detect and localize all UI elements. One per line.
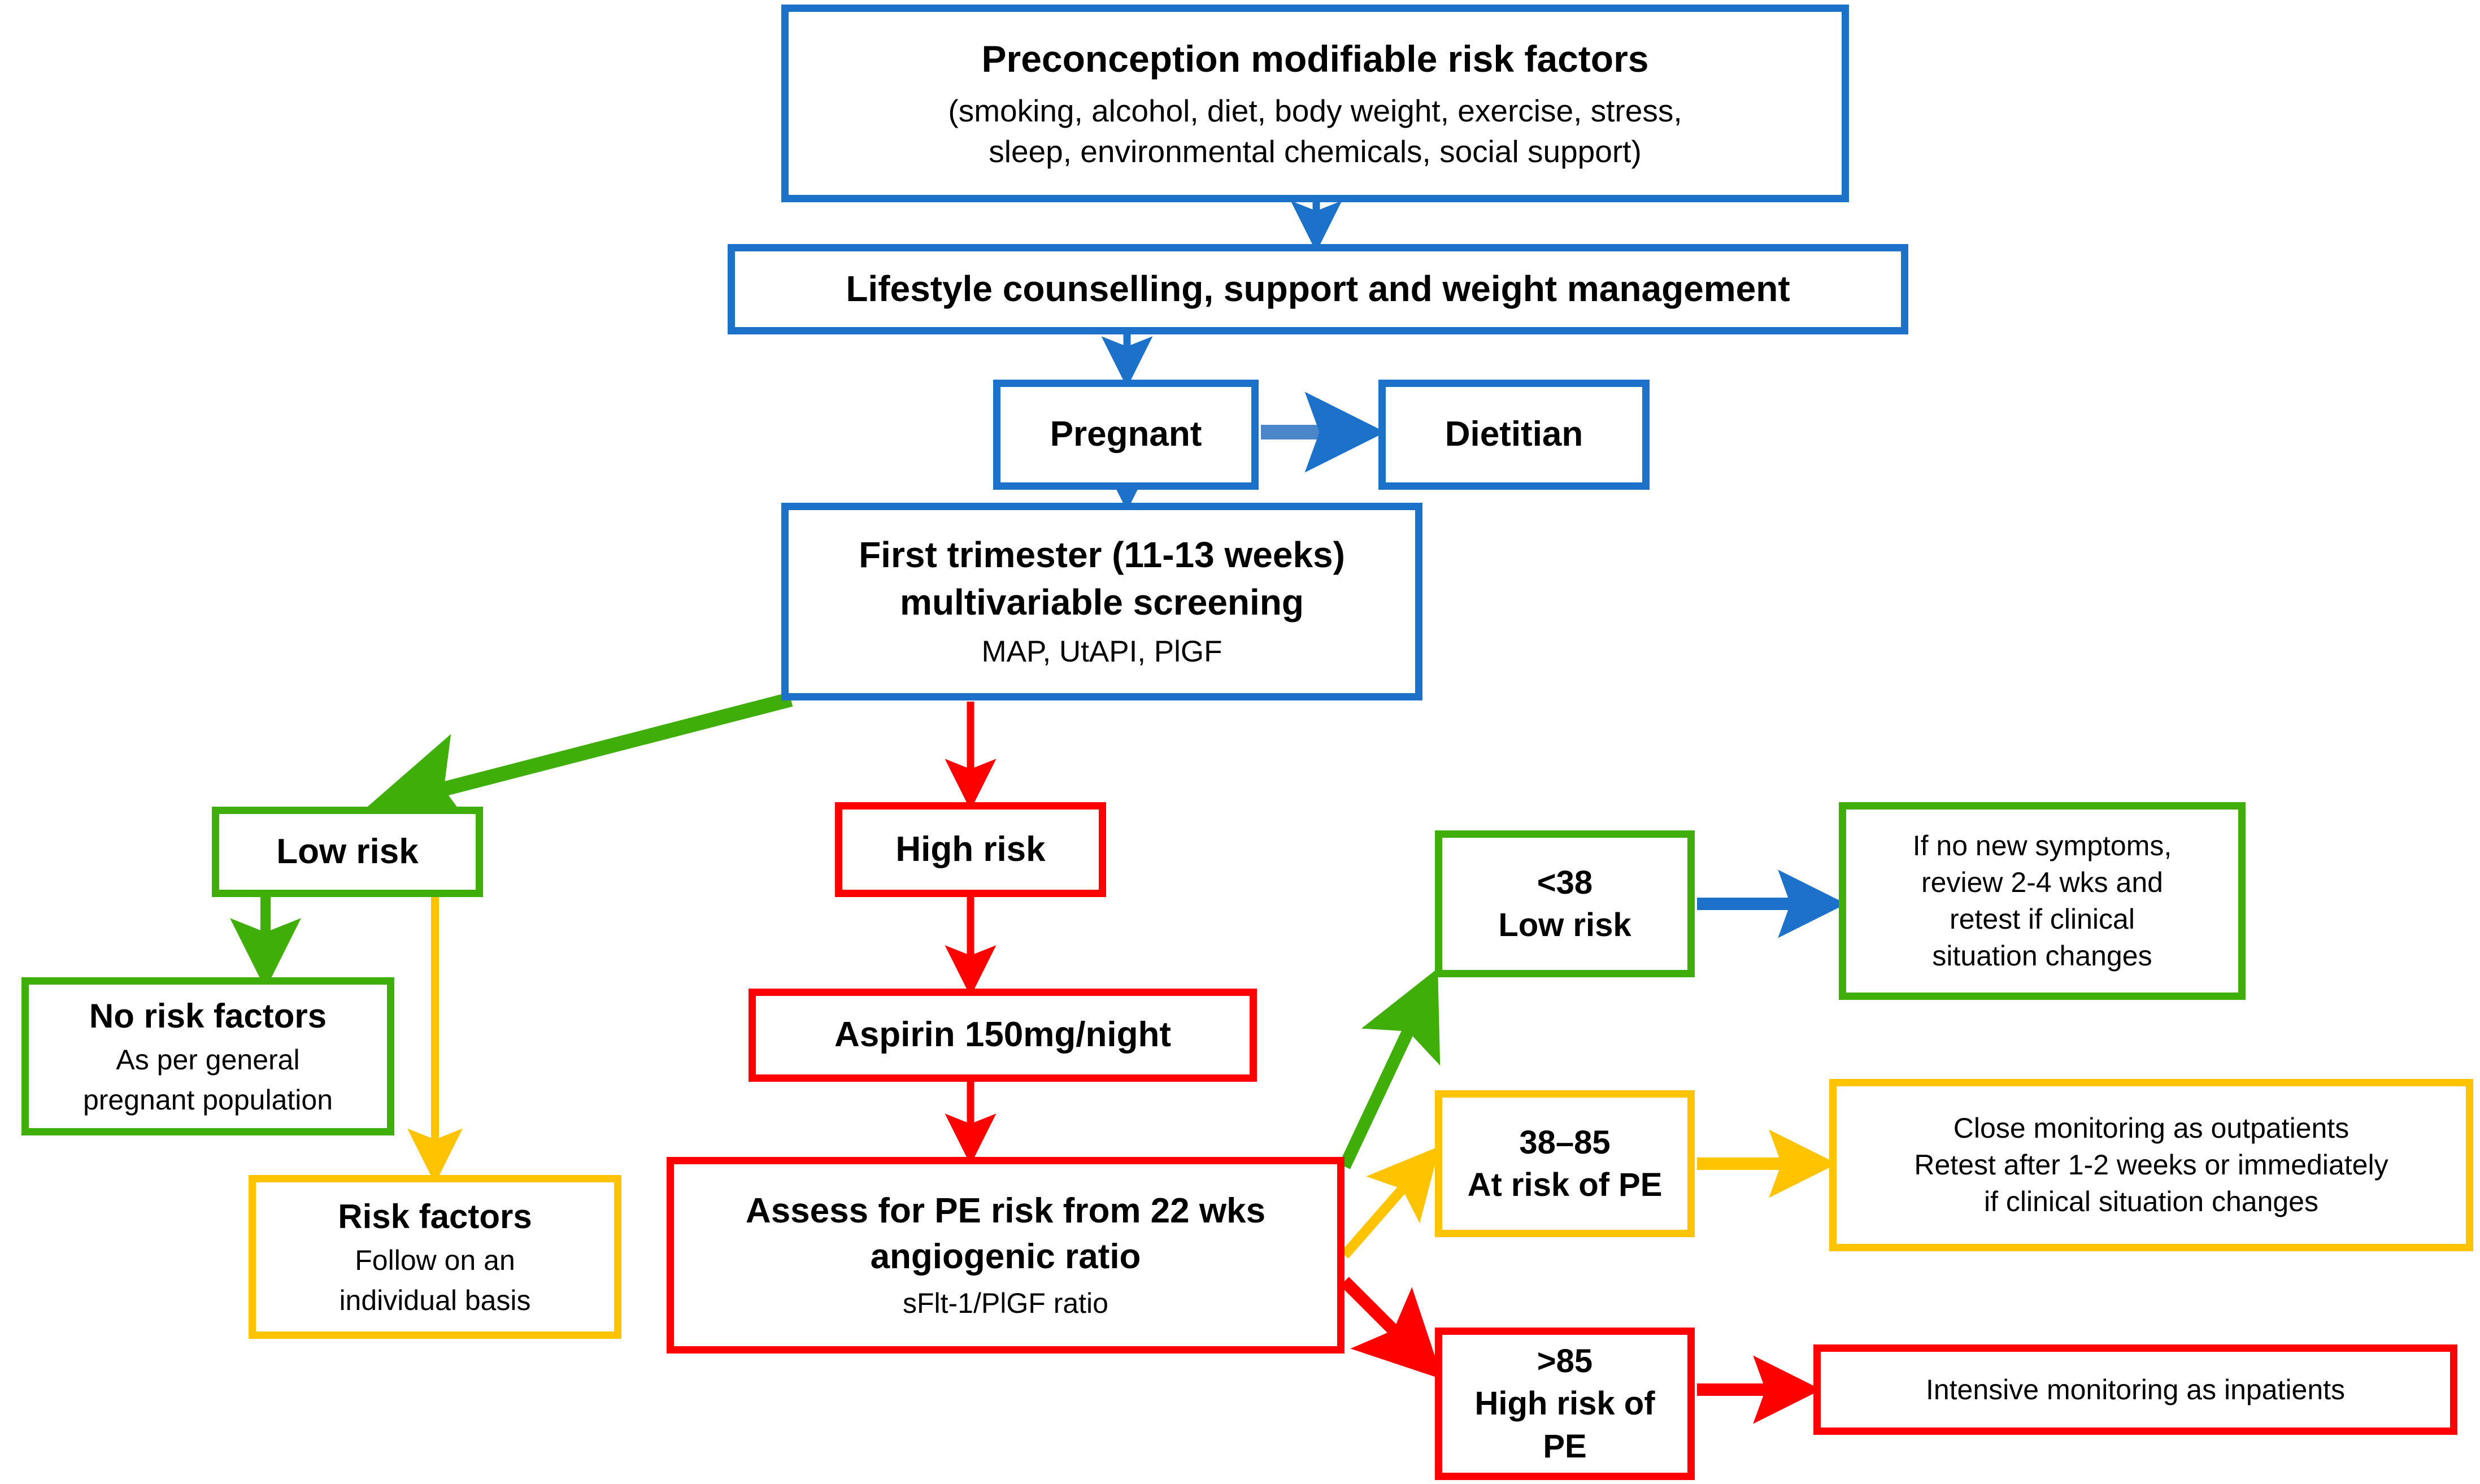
node-title: Lifestyle counselling, support and weigh… [846, 268, 1790, 310]
node-title: Preconception modifiable risk factors [981, 37, 1649, 80]
node-title-line1: >85 [1537, 1342, 1593, 1379]
node-title-line1: <38 [1537, 864, 1593, 901]
node-title-line2: High risk of PE [1474, 1385, 1655, 1465]
node-subtitle-line1: (smoking, alcohol, diet, body weight, ex… [948, 93, 1682, 129]
node-ratio-38-to-85[interactable]: 38–85 At risk of PE [1435, 1090, 1695, 1237]
node-risk-factors[interactable]: Risk factors Follow on an individual bas… [249, 1175, 621, 1339]
node-low-risk[interactable]: Low risk [212, 807, 483, 897]
node-first-trimester-screening[interactable]: First trimester (11-13 weeks) multivaria… [781, 503, 1422, 700]
node-subtitle: MAP, UtAPI, PlGF [981, 634, 1222, 668]
node-title: Pregnant [1050, 415, 1202, 454]
action-line1: Close monitoring as outpatients [1953, 1112, 2350, 1144]
node-assess-pe-risk[interactable]: Assess for PE risk from 22 wks angiogeni… [667, 1157, 1345, 1354]
action-line1: If no new symptoms, [1912, 830, 2172, 861]
node-title-line2: angiogenic ratio [870, 1237, 1141, 1276]
edge-assess-pe-to-ratio-gt85 [1340, 1277, 1443, 1379]
node-title: No risk factors [89, 997, 327, 1035]
node-ratio-less-than-38[interactable]: <38 Low risk [1435, 830, 1695, 977]
node-preconception-modifiable-risk-factors[interactable]: Preconception modifiable risk factors (s… [781, 5, 1849, 202]
node-title-line2: Low risk [1498, 907, 1631, 943]
node-title: Risk factors [338, 1198, 532, 1235]
node-title-line1: First trimester (11-13 weeks) [859, 534, 1345, 576]
action-line2: Retest after 1-2 weeks or immediately [1914, 1149, 2388, 1181]
node-title-line1: Assess for PE risk from 22 wks [745, 1191, 1266, 1230]
node-title-line1: 38–85 [1519, 1124, 1611, 1161]
node-dietitian[interactable]: Dietitian [1378, 380, 1650, 490]
node-subtitle-line2: sleep, environmental chemicals, social s… [989, 133, 1642, 169]
node-aspirin-dose[interactable]: Aspirin 150mg/night [749, 989, 1257, 1082]
action-line2: review 2-4 wks and [1921, 867, 2163, 898]
node-title-line2: At risk of PE [1467, 1167, 1663, 1203]
edge-first-trimester-to-low-risk [364, 692, 793, 834]
node-lifestyle-counselling[interactable]: Lifestyle counselling, support and weigh… [728, 244, 1908, 334]
node-pregnant[interactable]: Pregnant [993, 380, 1259, 490]
node-subtitle-line1: Follow on an [355, 1244, 515, 1276]
node-subtitle-line1: As per general [116, 1044, 300, 1076]
edge-assess-pe-to-ratio-38-85 [1341, 1146, 1440, 1259]
node-title-line2: multivariable screening [900, 581, 1304, 623]
node-at-risk-action[interactable]: Close monitoring as outpatients Retest a… [1829, 1079, 2473, 1251]
action-line3: if clinical situation changes [1984, 1186, 2318, 1217]
node-no-risk-factors[interactable]: No risk factors As per general pregnant … [21, 977, 394, 1135]
node-title: Low risk [276, 832, 419, 871]
node-title: Dietitian [1445, 415, 1583, 454]
node-ratio-greater-than-85[interactable]: >85 High risk of PE [1435, 1328, 1695, 1480]
node-high-risk[interactable]: High risk [835, 802, 1106, 897]
node-subtitle-line2: individual basis [339, 1285, 531, 1316]
node-title: Aspirin 150mg/night [834, 1015, 1171, 1055]
edge-assess-pe-to-ratio-lt38 [1339, 968, 1441, 1169]
node-subtitle: sFlt-1/PlGF ratio [903, 1287, 1108, 1320]
node-high-risk-action[interactable]: Intensive monitoring as inpatients [1813, 1344, 2457, 1435]
node-subtitle-line2: pregnant population [82, 1084, 333, 1116]
action-line1: Intensive monitoring as inpatients [1925, 1373, 2346, 1405]
node-low-risk-action[interactable]: If no new symptoms, review 2-4 wks and r… [1839, 802, 2246, 1000]
node-title: High risk [895, 829, 1046, 869]
action-line4: situation changes [1932, 940, 2152, 972]
action-line3: retest if clinical [1950, 903, 2135, 935]
